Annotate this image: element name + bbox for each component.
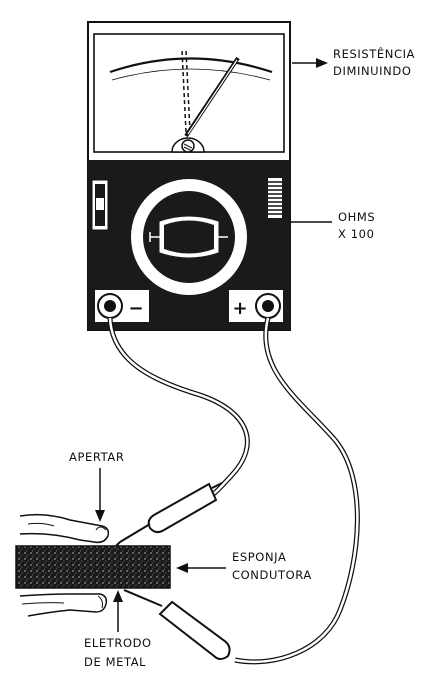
ohms-label-line1: OHMS [338, 210, 376, 224]
negative-probe [109, 482, 223, 553]
negative-terminal [95, 290, 149, 322]
sponge-arrow [176, 563, 226, 573]
electrode-arrow [113, 590, 123, 632]
positive-probe [123, 589, 231, 660]
press-label: APERTAR [69, 450, 125, 464]
zero-adjust-wheel [268, 178, 282, 218]
positive-terminal [229, 290, 283, 322]
resistance-label-line2: DIMINUINDO [333, 64, 412, 78]
multimeter: − + [87, 21, 291, 331]
dial-scale [109, 57, 273, 74]
upper-hand [19, 513, 110, 544]
positive-terminal-sign: + [232, 298, 247, 319]
lower-hand [19, 593, 108, 617]
negative-terminal-sign: − [128, 298, 143, 319]
resistance-arrow [292, 58, 328, 68]
sponge-label-line1: ESPONJA [232, 550, 287, 564]
electrode-label-line1: ELETRODO [84, 636, 152, 650]
conductive-sponge [15, 545, 171, 589]
sponge-label-line2: CONDUTORA [232, 568, 312, 582]
electrode-label-line2: DE METAL [84, 655, 147, 669]
resistance-label-line1: RESISTÊNCIA [333, 47, 416, 61]
press-arrow [95, 468, 105, 522]
ohms-label-line2: X 100 [338, 227, 375, 241]
